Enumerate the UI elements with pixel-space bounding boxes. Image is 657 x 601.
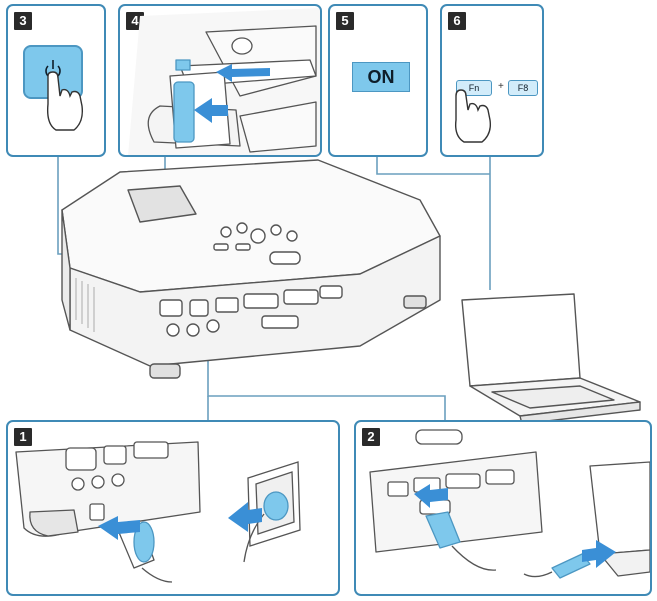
step-3-panel: 3 <box>6 4 106 157</box>
wall-outlet-icon <box>243 461 301 563</box>
step-1-panel: 1 <box>6 420 340 596</box>
step-number: 2 <box>362 428 380 446</box>
step-number: 3 <box>14 12 32 30</box>
on-indicator: ON <box>352 62 410 92</box>
vga-cable-icon <box>369 429 591 579</box>
power-cord-icon <box>15 441 201 583</box>
laptop-icon <box>589 461 650 577</box>
f8-key: F8 <box>508 80 538 96</box>
finger-press-icon <box>46 71 84 131</box>
arrow-left-icon <box>194 64 270 123</box>
step-2-panel: 2 <box>354 420 652 596</box>
step-4-panel: 4 <box>118 4 322 157</box>
arrow-icon <box>414 484 616 568</box>
step-5-panel: 5 ON <box>328 4 428 157</box>
step-6-panel: 6 Fn + F8 <box>440 4 544 157</box>
arrow-icon <box>98 502 262 540</box>
finger-press-icon <box>454 89 492 143</box>
plus-sign: + <box>498 81 504 92</box>
step-number: 1 <box>14 428 32 446</box>
step-number: 5 <box>336 12 354 30</box>
step-number: 6 <box>448 12 466 30</box>
